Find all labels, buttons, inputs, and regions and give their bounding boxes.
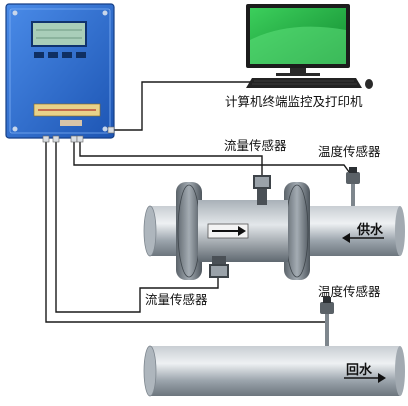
meter-keypad: [34, 52, 86, 58]
return-pipe: [143, 345, 405, 397]
flange-right: [284, 182, 310, 280]
meter-cable-glands: [42, 126, 115, 143]
wire-meter-to-computer: [112, 81, 252, 131]
flow-meter-box: [5, 3, 115, 143]
bottom-temperature-sensor: [320, 297, 334, 348]
temp-sensor-bottom-label: 温度传感器: [318, 284, 381, 299]
supply-water-label: 供水: [356, 222, 384, 238]
return-water-label: 回水: [346, 362, 373, 378]
top-flow-sensor: [253, 175, 271, 205]
wire-bottom-flow-sensor: [55, 138, 219, 313]
flow-sensor-top-label: 流量传感器: [224, 138, 287, 153]
bottom-flow-sensor: [209, 256, 229, 278]
return-water-tag: [344, 373, 386, 383]
temp-sensor-top-label: 温度传感器: [318, 144, 381, 159]
return-arrow-icon: [378, 373, 386, 383]
wire-top-temp-sensor: [73, 138, 353, 177]
wire-top-flow-sensor: [79, 138, 263, 176]
top-temperature-sensor: [346, 167, 360, 206]
flange-left: [176, 182, 202, 280]
supply-pipe: [143, 182, 405, 280]
computer-label: 计算机终端监控及打印机: [225, 94, 363, 109]
flow-arrow-icon: [238, 226, 246, 236]
supply-water-tag: [342, 233, 384, 243]
flow-sensor-bottom-label: 流量传感器: [145, 292, 208, 307]
computer-terminal: [246, 4, 373, 89]
supply-arrow-icon: [342, 233, 350, 243]
meter-display: [31, 21, 87, 47]
mouse: [365, 79, 373, 89]
keyboard: [246, 78, 362, 88]
